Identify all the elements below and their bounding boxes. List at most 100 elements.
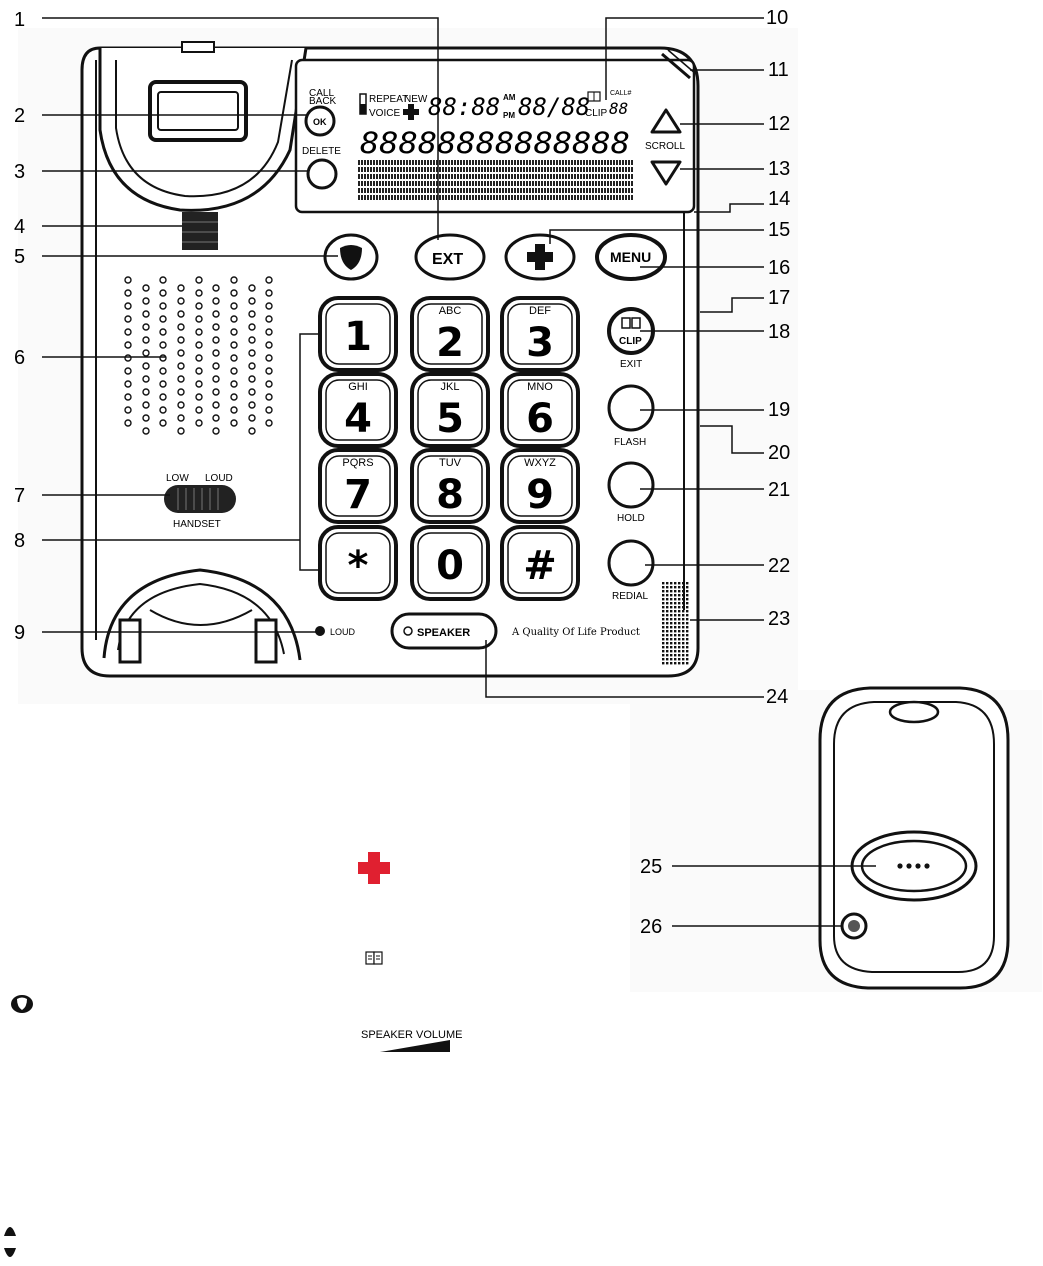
grille-hole <box>124 406 132 414</box>
side-grille-dot <box>686 610 689 613</box>
lcd-dot <box>382 174 384 179</box>
side-grille-dot <box>674 662 677 665</box>
lcd-dot <box>433 195 435 200</box>
lcd-dot <box>580 160 582 165</box>
lcd-dot <box>466 188 468 193</box>
lcd-dot <box>445 174 447 179</box>
lcd-dot <box>604 174 606 179</box>
side-grille-dot <box>662 646 665 649</box>
lcd-dot <box>493 181 495 186</box>
grille-hole <box>212 427 220 435</box>
lcd-dot <box>562 188 564 193</box>
lcd-dot <box>571 160 573 165</box>
grille-hole <box>159 419 167 427</box>
side-grille-dot <box>678 662 681 665</box>
lcd-dot <box>439 174 441 179</box>
side-grille-dot <box>674 614 677 617</box>
lcd-dot <box>553 181 555 186</box>
lcd-dot <box>526 195 528 200</box>
side-grille-dot <box>670 634 673 637</box>
key-hash[interactable]: # <box>500 525 580 601</box>
lcd-dot <box>589 195 591 200</box>
lcd-dot <box>535 181 537 186</box>
lcd-dot <box>496 167 498 172</box>
up-arrow-icon <box>4 1227 16 1236</box>
lcd-dot <box>475 174 477 179</box>
side-grille-dot <box>670 638 673 641</box>
lcd-dot <box>607 181 609 186</box>
lcd-dot <box>382 167 384 172</box>
key-star[interactable]: * <box>318 525 398 601</box>
lcd-dot <box>391 160 393 165</box>
hook-switch <box>148 80 248 142</box>
key-1[interactable]: 1 <box>318 296 398 372</box>
grille-hole <box>195 354 203 362</box>
lcd-dot <box>508 195 510 200</box>
key-letters: ABC <box>439 305 462 317</box>
lcd-dot <box>538 181 540 186</box>
side-grille-dot <box>674 630 677 633</box>
lcd-dot <box>520 181 522 186</box>
side-grille-dot <box>686 658 689 661</box>
side-grille-dot <box>674 582 677 585</box>
lcd-dot <box>502 174 504 179</box>
lcd-dot <box>631 188 633 193</box>
grille-hole <box>124 419 132 427</box>
lcd-dot <box>616 181 618 186</box>
lcd-dot <box>586 188 588 193</box>
lcd-dot <box>451 160 453 165</box>
key-number: 4 <box>344 396 372 442</box>
callout-21: 21 <box>768 479 790 501</box>
lcd-dot <box>403 167 405 172</box>
lcd-dot <box>436 160 438 165</box>
grille-hole <box>159 367 167 375</box>
lcd-dot <box>445 167 447 172</box>
grille-hole <box>195 289 203 297</box>
lcd-dot <box>622 195 624 200</box>
grille-hole <box>177 297 185 305</box>
lcd-dot <box>388 160 390 165</box>
callback-label-line1: CALL <box>309 88 334 99</box>
lcd-dot <box>565 181 567 186</box>
grille-hole <box>212 414 220 422</box>
lcd-dot <box>436 195 438 200</box>
lcd-dot <box>451 195 453 200</box>
lcd-dot <box>625 174 627 179</box>
lcd-dot <box>505 174 507 179</box>
lcd-dot <box>556 167 558 172</box>
side-grille-dot <box>670 614 673 617</box>
grille-hole <box>195 315 203 323</box>
side-grille-dot <box>662 658 665 661</box>
key-letters: MNO <box>527 381 553 393</box>
lcd-dot <box>571 188 573 193</box>
side-grille-dot <box>662 622 665 625</box>
lcd-dot <box>481 167 483 172</box>
lcd-dot <box>604 195 606 200</box>
lcd-dot <box>574 195 576 200</box>
lcd-dot <box>454 188 456 193</box>
lcd-dot <box>484 160 486 165</box>
lcd-plus-icon <box>403 104 419 120</box>
key-0[interactable]: 0 <box>410 525 490 601</box>
key-number: 9 <box>526 472 554 518</box>
lcd-dot <box>406 160 408 165</box>
grille-hole <box>142 375 150 383</box>
key-letters: TUV <box>439 457 462 469</box>
lcd-dot <box>490 174 492 179</box>
grille-hole <box>142 427 150 435</box>
side-grille-dot <box>682 650 685 653</box>
lcd-dot <box>454 195 456 200</box>
lcd-dot <box>478 174 480 179</box>
lcd-dot <box>409 167 411 172</box>
callout-16: 16 <box>768 257 790 279</box>
leader-lines <box>42 17 876 927</box>
lcd-dot <box>376 195 378 200</box>
